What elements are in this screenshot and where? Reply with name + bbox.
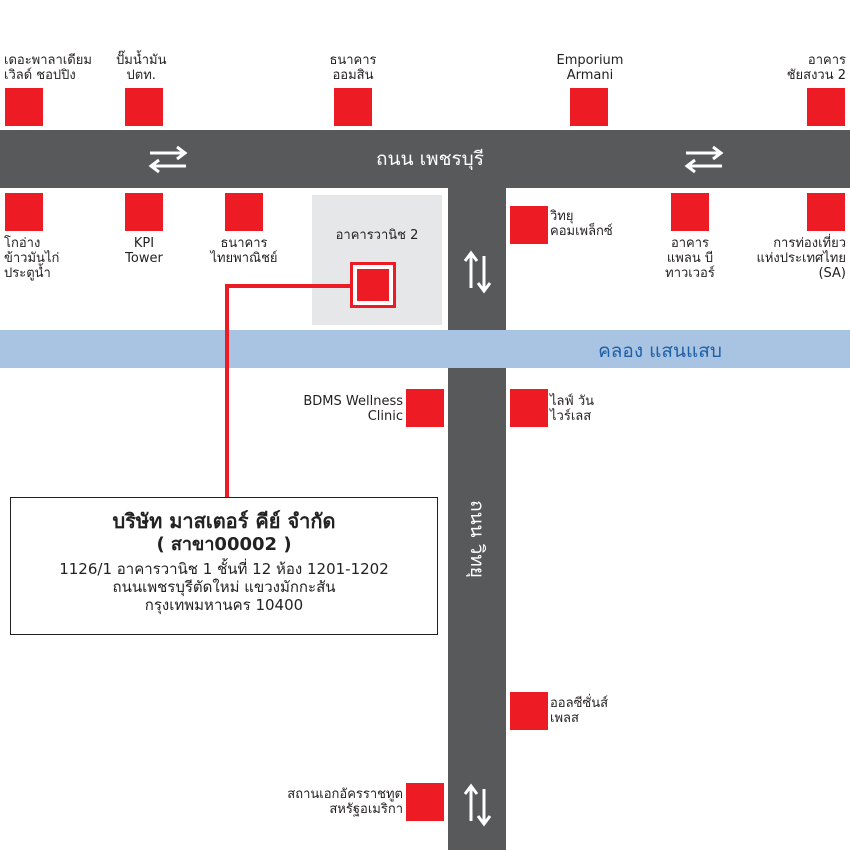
landmark-marker — [125, 88, 163, 126]
landmark-marker — [510, 692, 548, 730]
company-branch: ( สาขา00002 ) — [156, 534, 292, 555]
company-address-line1: 1126/1 อาคารวานิช 1 ชั้นที่ 12 ห้อง 1201… — [59, 560, 389, 578]
company-address-line3: กรุงเทพมหานคร 10400 — [144, 596, 304, 614]
landmark-label: โกอ่างข้าวมันไก่ประตูน้ำ — [4, 236, 60, 281]
target-building-label: อาคารวานิช 2 — [335, 228, 419, 243]
connector-line — [225, 284, 229, 498]
landmark-marker — [807, 88, 845, 126]
landmark-marker — [406, 389, 444, 427]
landmark-label: อาคารแพลน บีทาวเวอร์ — [665, 236, 715, 281]
target-building-marker — [350, 262, 396, 308]
landmark-marker — [334, 88, 372, 126]
petchaburi-road — [0, 130, 850, 188]
landmark-marker — [510, 389, 548, 427]
witthayu-road-label: ถนน วิทยุ — [466, 500, 488, 578]
landmark-label: สถานเอกอัครราชทูตสหรัฐอเมริกา — [287, 787, 403, 817]
landmark-marker — [225, 193, 263, 231]
landmark-marker — [125, 193, 163, 231]
landmark-marker — [570, 88, 608, 126]
landmark-label: ธนาคารออมสิน — [329, 53, 377, 83]
two-way-arrow-icon — [146, 144, 190, 174]
landmark-label: อาคารชัยสงวน 2 — [786, 53, 846, 83]
landmark-label: เดอะพาลาเดียมเวิลด์ ชอปปิง — [4, 53, 92, 83]
landmark-label: ธนาคารไทยพาณิชย์ — [210, 236, 278, 266]
landmark-label: การท่องเที่ยวแห่งประเทศไทย(SA) — [756, 236, 846, 281]
witthayu-road — [448, 130, 506, 850]
two-way-arrow-icon — [462, 783, 492, 827]
landmark-marker — [5, 88, 43, 126]
two-way-arrow-icon — [682, 144, 726, 174]
landmark-label: ปั๊มน้ำมันปตท. — [116, 53, 167, 83]
company-address-line2: ถนนเพชรบุรีตัดใหม่ แขวงมักกะสัน — [112, 578, 336, 596]
two-way-arrow-icon — [462, 250, 492, 294]
connector-line — [225, 284, 352, 288]
canal-label: คลอง แสนแสบ — [598, 340, 722, 362]
landmark-marker — [510, 206, 548, 244]
landmark-marker — [807, 193, 845, 231]
landmark-label: ออลซีซั่นส์เพลส — [550, 696, 609, 726]
landmark-label: วิทยุคอมเพล็กซ์ — [550, 209, 613, 239]
company-info-box: บริษัท มาสเตอร์ คีย์ จำกัด ( สาขา00002 )… — [10, 497, 438, 635]
landmark-marker — [5, 193, 43, 231]
landmark-label: ไลฟ์ วันไวร์เลส — [550, 394, 595, 424]
landmark-marker — [406, 783, 444, 821]
saen-saep-canal — [0, 330, 850, 368]
company-name: บริษัท มาสเตอร์ คีย์ จำกัด — [112, 509, 336, 533]
petchaburi-road-label: ถนน เพชรบุรี — [376, 148, 484, 170]
landmark-marker — [671, 193, 709, 231]
